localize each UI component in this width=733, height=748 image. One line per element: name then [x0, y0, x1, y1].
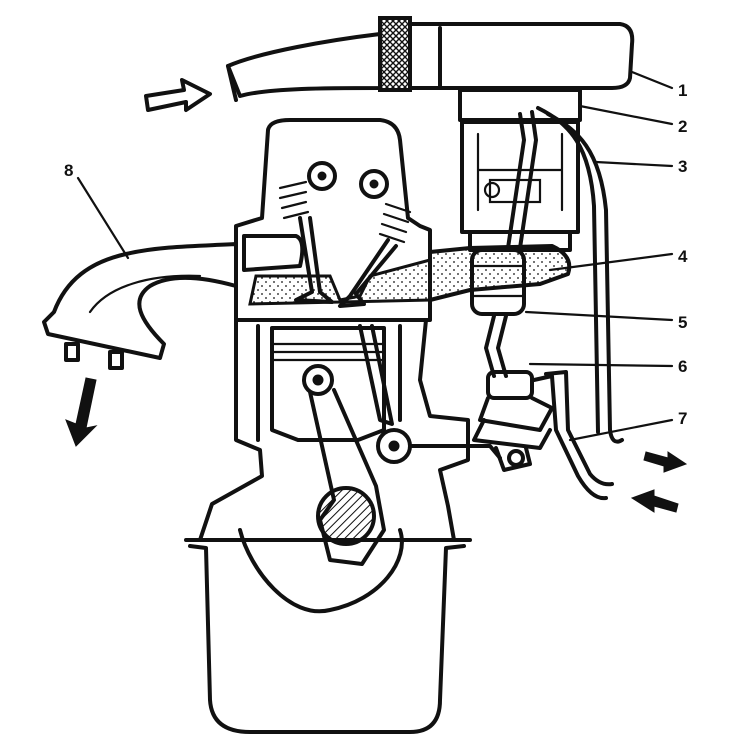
fuel-pump [472, 370, 554, 472]
callout-6: 6 [678, 357, 687, 376]
oil-pan [188, 544, 466, 734]
fuel-supply-line [532, 374, 608, 501]
callout-leaders [76, 70, 674, 442]
exhaust-gas-arrow [65, 377, 98, 447]
callout-1: 1 [678, 81, 687, 100]
callout-4: 4 [678, 247, 688, 266]
cylinder-block [198, 318, 502, 614]
callout-8: 8 [64, 161, 73, 180]
exhaust-manifold [42, 242, 238, 360]
intake-air-arrow [144, 78, 212, 112]
fuel-return-line [546, 112, 624, 444]
intake-manifold [428, 244, 572, 302]
fuel-filter [470, 110, 538, 378]
callout-7: 7 [678, 409, 687, 428]
air-cleaner [226, 16, 635, 102]
fuel-in-arrow [630, 489, 679, 513]
cylinder-head [234, 118, 432, 322]
air-cleaner-filter-band [378, 16, 412, 92]
callout-2: 2 [678, 117, 687, 136]
crankshaft-journal [316, 486, 376, 546]
fuel-out-arrow [643, 451, 688, 473]
callout-3: 3 [678, 157, 687, 176]
callout-5: 5 [678, 313, 687, 332]
